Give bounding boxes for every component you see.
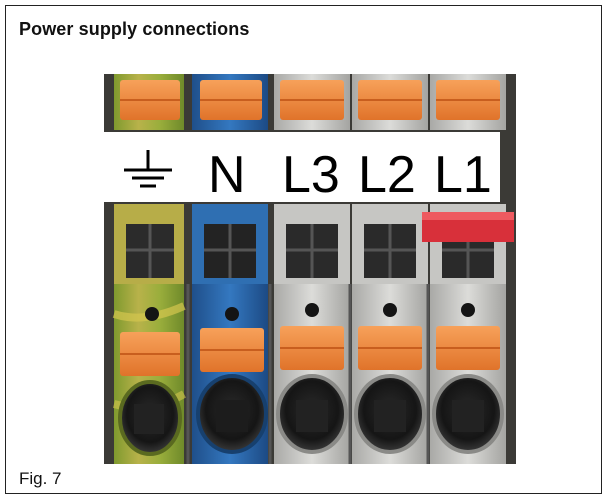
wire-entries [118,374,504,456]
test-holes [145,303,475,321]
push-levers [120,326,500,376]
terminal-label-strip: N L3 L2 L1 [104,132,500,204]
wire-channels [114,204,514,284]
terminal-block-photo: N L3 L2 L1 [104,74,516,464]
label-l1: L1 [434,146,492,204]
earth-ground-icon [124,150,172,188]
figure-caption: Fig. 7 [19,469,62,488]
figure-title: Power supply connections [19,19,250,39]
label-n: N [208,146,246,204]
figure-frame: Power supply connections [5,5,602,494]
label-l2: L2 [358,146,416,204]
label-l3: L3 [282,146,340,204]
top-levers [114,74,506,130]
